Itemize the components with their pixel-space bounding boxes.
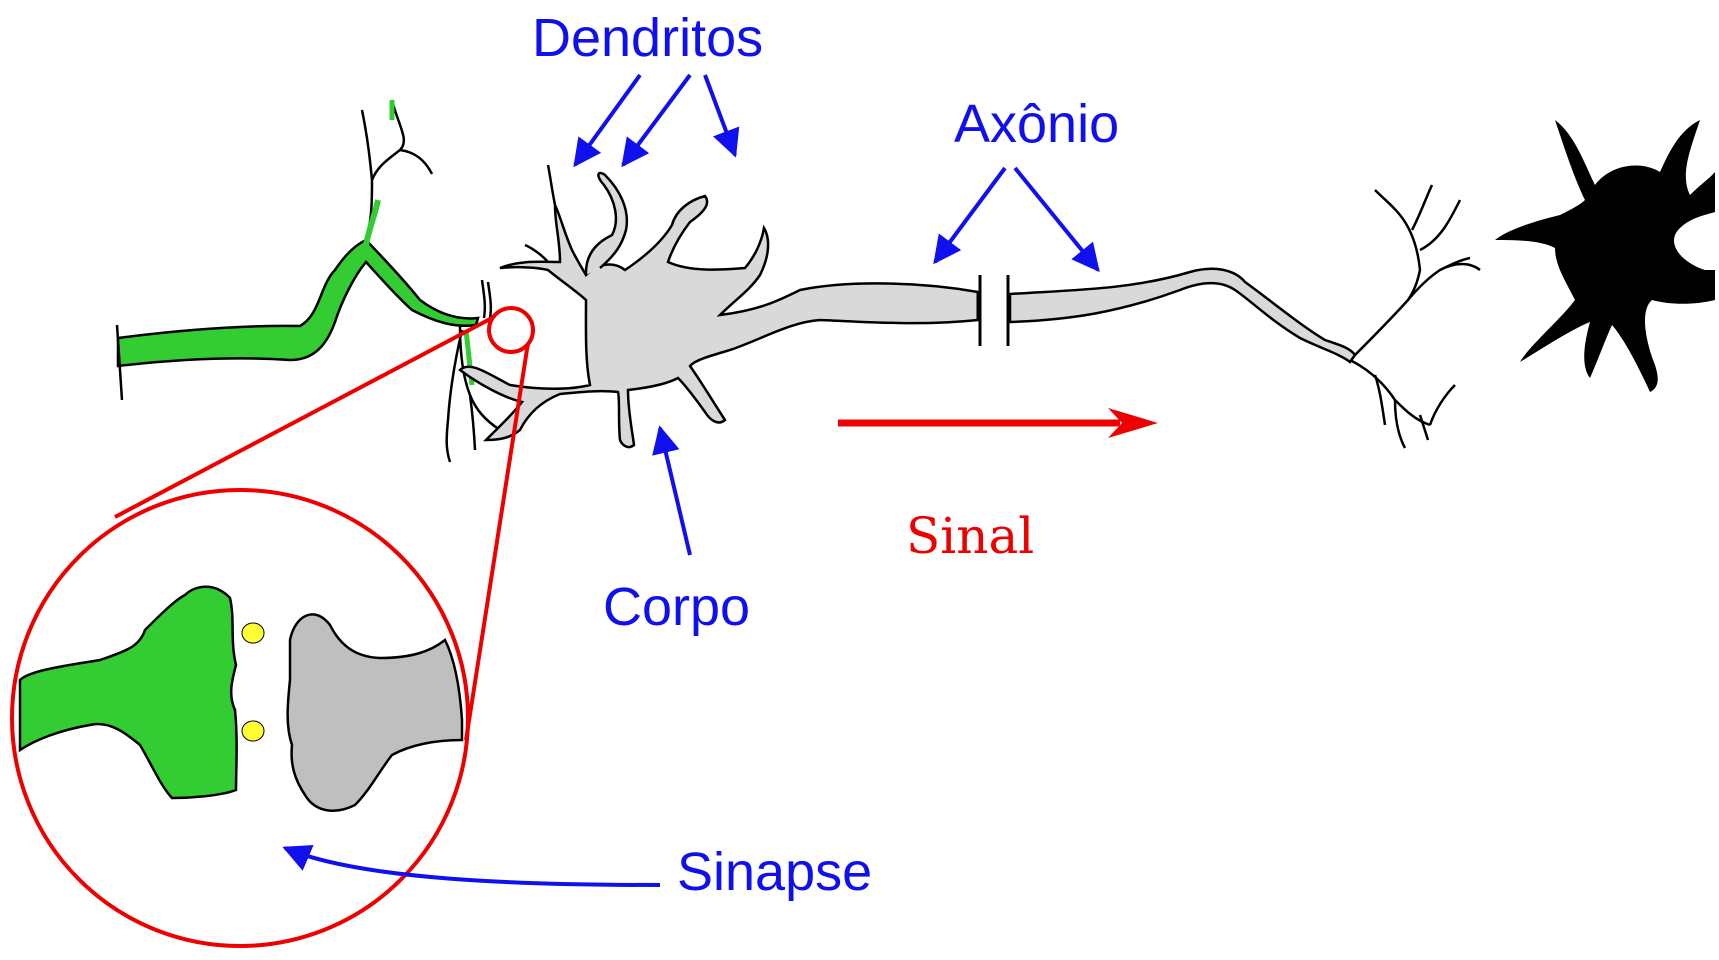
- dendrite-pointer-3: [705, 75, 735, 155]
- signal-arrow-icon: [838, 408, 1158, 438]
- body-pointer: [660, 428, 690, 555]
- label-signal: Sinal: [906, 507, 1034, 565]
- synapse-pointer: [285, 848, 660, 885]
- axon-pointer-2: [1015, 168, 1098, 270]
- presynaptic-neuron: [117, 100, 500, 462]
- label-synapse: Sinapse: [677, 842, 872, 902]
- axon: [978, 185, 1480, 448]
- target-cell: [1495, 120, 1715, 392]
- axon-distal: [1010, 269, 1355, 362]
- axon-pointer-1: [935, 168, 1005, 262]
- label-dendrites: Dendritos: [532, 8, 763, 68]
- neuron-cell-body: [460, 165, 978, 447]
- synapse-zoom: [12, 308, 533, 946]
- vesicle-top: [242, 623, 264, 643]
- label-axon: Axônio: [954, 94, 1119, 154]
- dendrite-pointer-2: [623, 75, 690, 165]
- dendrite-pointer-1: [575, 75, 640, 165]
- soma: [460, 196, 978, 447]
- presynaptic-terminal: [20, 587, 237, 798]
- label-body: Corpo: [603, 577, 750, 637]
- presynaptic-axon: [118, 240, 478, 366]
- label-pointers: [285, 75, 1098, 885]
- vesicle-bottom: [242, 721, 264, 741]
- postsynaptic-terminal: [288, 614, 462, 810]
